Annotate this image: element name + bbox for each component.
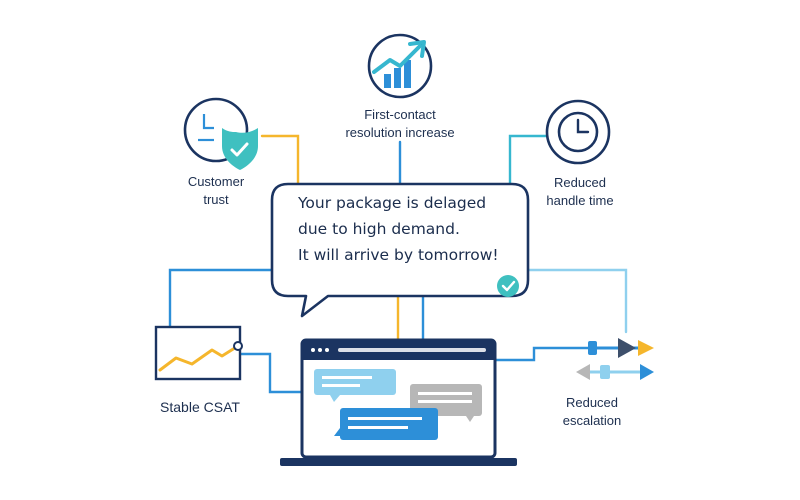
bubble-line-2: due to high demand. bbox=[298, 220, 460, 238]
label-escalation-line1: Reduced bbox=[565, 395, 619, 410]
bubble-line-3: It will arrive by tomorrow! bbox=[298, 246, 499, 264]
label-csat: Stable CSAT bbox=[140, 398, 260, 416]
label-escalation: Reduced escalation bbox=[540, 394, 644, 430]
connector-lines bbox=[168, 134, 628, 394]
label-first-contact-line2: resolution increase bbox=[345, 125, 455, 140]
bubble-line-1: Your package is delaged bbox=[298, 194, 487, 212]
chat-bubble-blue bbox=[334, 408, 438, 440]
connector-handle-time bbox=[508, 134, 550, 188]
arrows-icon bbox=[576, 338, 654, 380]
connector-csat-upper bbox=[168, 268, 276, 328]
chat-bubble-light bbox=[314, 369, 396, 402]
clock-icon bbox=[545, 99, 611, 165]
bubble-message: Your package is delaged due to high dema… bbox=[272, 190, 530, 268]
shield-check-icon bbox=[183, 97, 258, 170]
label-customer-trust: Customer trust bbox=[166, 173, 266, 209]
label-first-contact: First-contact resolution increase bbox=[330, 106, 470, 142]
label-handle-time-line2: handle time bbox=[546, 193, 614, 208]
trend-up-chart-icon bbox=[367, 33, 433, 99]
laptop-chat-window bbox=[280, 338, 517, 466]
line-chart-icon bbox=[154, 325, 243, 381]
connector-customer-trust bbox=[260, 134, 300, 186]
label-handle-time: Reduced handle time bbox=[528, 174, 632, 210]
connector-escalation-upper bbox=[526, 268, 628, 334]
label-handle-time-line1: Reduced bbox=[553, 175, 607, 190]
connector-escalation-lower bbox=[494, 346, 590, 362]
label-customer-trust-line1: Customer bbox=[187, 174, 245, 189]
label-escalation-line2: escalation bbox=[562, 413, 622, 428]
label-csat-line1: Stable CSAT bbox=[160, 399, 240, 415]
connector-csat-lower bbox=[238, 352, 304, 394]
check-badge-icon bbox=[497, 275, 519, 297]
speech-bubble bbox=[270, 182, 530, 318]
label-customer-trust-line2: trust bbox=[203, 192, 229, 207]
label-first-contact-line1: First-contact bbox=[364, 107, 436, 122]
